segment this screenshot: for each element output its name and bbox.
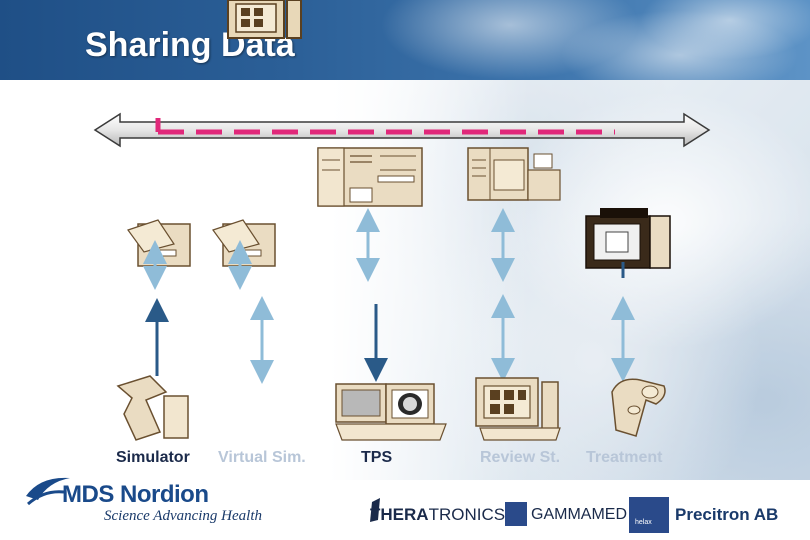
simulator-gantry-icon xyxy=(128,220,190,266)
treatment-machine-icon xyxy=(586,208,670,268)
helax-logo: helax xyxy=(635,519,652,526)
theratronics-suffix: TRONICS xyxy=(429,505,506,524)
precitron-logo: Precitron AB xyxy=(675,505,778,525)
gammamed-logo-mark xyxy=(505,502,527,526)
gammamed-logo: GAMMAMED xyxy=(531,506,627,524)
simulator-label: Simulator xyxy=(116,449,190,467)
mds-nordion-logo-text: MDS Nordion xyxy=(62,481,208,509)
review-workstation-icon xyxy=(476,378,560,440)
virtual-sim-gantry-icon xyxy=(213,220,275,266)
review-server-icon xyxy=(468,148,560,200)
treatment-device-icon xyxy=(612,379,665,436)
theratronics-prefix: THERA xyxy=(370,505,429,524)
workstation-top-icon xyxy=(228,0,301,38)
tps-label: TPS xyxy=(361,449,392,467)
theratronics-logo: THERATRONICS xyxy=(370,505,505,525)
server-icon xyxy=(318,148,422,206)
virtual-sim-label: Virtual Sim. xyxy=(218,449,306,467)
simulator-device-icon xyxy=(118,376,188,440)
review-station-label: Review St. xyxy=(480,449,560,467)
tps-workstation-icon xyxy=(336,384,446,440)
helax-logo-mark xyxy=(629,497,669,533)
treatment-label: Treatment xyxy=(586,449,662,467)
mds-tagline: Science Advancing Health xyxy=(104,508,262,525)
